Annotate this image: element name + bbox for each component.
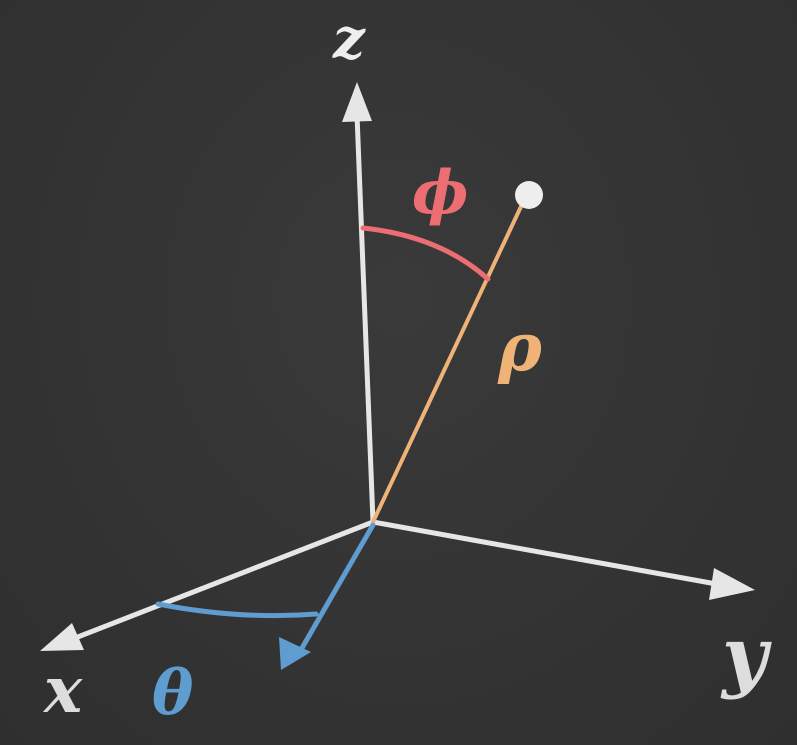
rho-line [371, 196, 527, 524]
phi-arc [360, 225, 491, 282]
y-axis-label: y [720, 610, 772, 701]
y-axis-arrowhead [709, 568, 755, 600]
phi-label: ϕ [412, 158, 468, 228]
x-axis-label: x [42, 653, 83, 728]
theta-label: θ [152, 656, 194, 729]
x-axis-arrowhead [40, 623, 84, 651]
x-axis-line [67, 519, 376, 643]
z-axis-arrowhead [342, 82, 372, 122]
point-marker [515, 181, 543, 209]
y-axis-line [370, 519, 725, 588]
theta-arc [155, 601, 319, 619]
z-axis-label: z [332, 6, 366, 72]
z-axis-line [354, 112, 376, 525]
theta-projection-arrowhead [279, 637, 311, 670]
theta-projection-line [299, 522, 376, 651]
rho-label: ρ [497, 308, 543, 386]
